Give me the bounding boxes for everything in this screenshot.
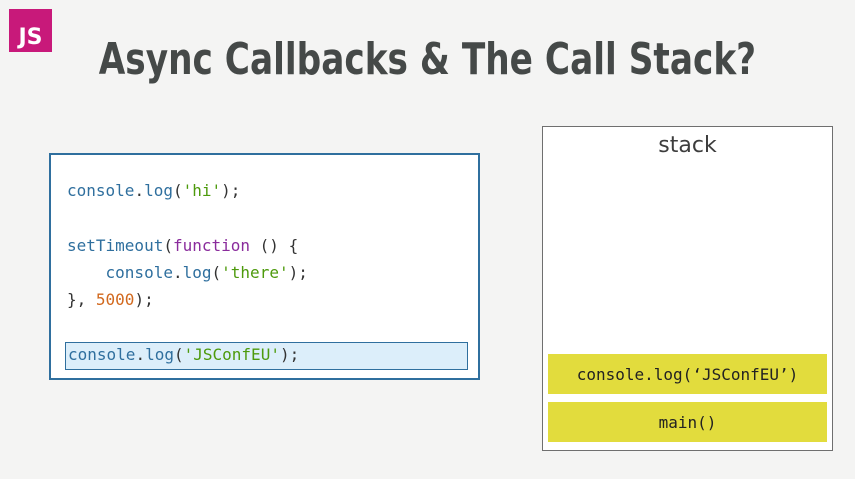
code-line-3: console.log('there'); (67, 263, 308, 283)
slide-title: Async Callbacks & The Call Stack? (98, 34, 757, 85)
stack-frame: main() (548, 402, 827, 442)
code-line-1: console.log('hi'); (67, 181, 240, 201)
code-token: . (135, 345, 146, 364)
code-token: ); (288, 263, 308, 282)
code-token: 'there' (221, 263, 289, 282)
code-panel: console.log('hi'); setTimeout(function (… (49, 153, 480, 380)
code-token: 'JSConfEU' (183, 345, 280, 364)
js-logo: JS (9, 9, 52, 52)
code-line-4: }, 5000); (67, 290, 154, 310)
stack-frame: console.log(‘JSConfEU’) (548, 354, 827, 394)
code-line-2: setTimeout(function () { (67, 236, 298, 256)
call-stack-panel: stack console.log(‘JSConfEU’) main() (542, 126, 833, 451)
code-token: console (105, 263, 173, 282)
code-token: . (134, 181, 145, 200)
code-token: log (144, 181, 173, 200)
code-token: . (172, 263, 183, 282)
code-token: ); (221, 181, 241, 200)
code-token: ( (163, 236, 173, 255)
code-token: () { (250, 236, 299, 255)
code-token: }, (67, 290, 96, 309)
code-token: ); (279, 345, 300, 364)
code-token: 'hi' (182, 181, 222, 200)
code-token: ); (134, 290, 154, 309)
code-token: function (172, 236, 251, 255)
code-token: console (67, 181, 135, 200)
code-token (67, 263, 106, 282)
code-token: ( (173, 345, 184, 364)
code-line-5-highlighted: console.log('JSConfEU'); (65, 342, 468, 370)
code-token: setTimeout (67, 236, 164, 255)
stack-label: stack (658, 133, 717, 158)
code-token: console (68, 345, 136, 364)
code-token: ( (211, 263, 222, 282)
code-token: log (182, 263, 212, 282)
code-token: log (145, 345, 174, 364)
code-token: 5000 (95, 290, 135, 309)
code-token: ( (172, 181, 183, 200)
